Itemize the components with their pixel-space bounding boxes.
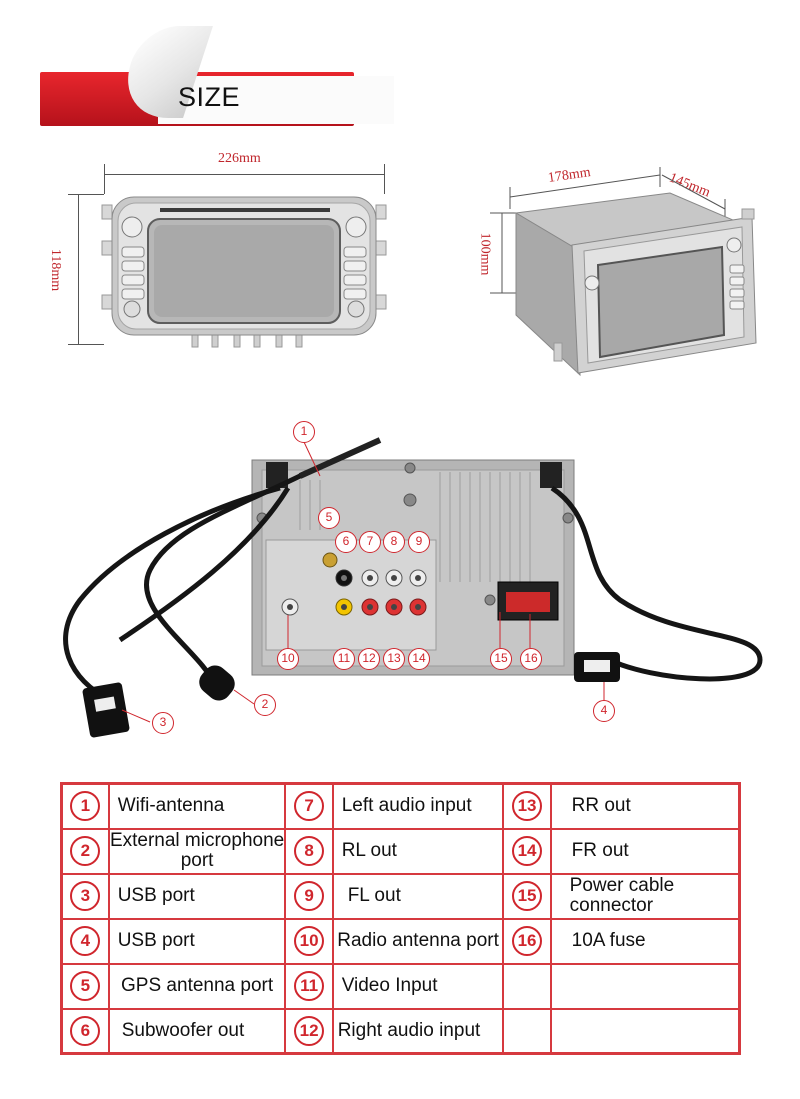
table-row: 5 GPS antenna port 11 Video Input <box>60 962 741 1010</box>
callout-2: 2 <box>254 694 276 716</box>
legend-label: Video Input <box>331 962 505 1010</box>
front-unit-image <box>101 196 387 348</box>
legend-empty-cell <box>549 962 741 1010</box>
table-row: 4 USB port 10 Radio antenna port 16 10A … <box>60 917 741 965</box>
size-banner: SIZE <box>40 26 394 126</box>
legend-empty-cell <box>502 1007 552 1055</box>
callout-4: 4 <box>593 700 615 722</box>
legend-label: Power cable connector <box>549 872 741 920</box>
legend-empty-cell <box>549 1007 741 1055</box>
callout-9: 9 <box>408 531 430 553</box>
callout-12: 12 <box>358 648 380 670</box>
front-width-label: 226mm <box>218 151 261 166</box>
callout-1: 1 <box>293 421 315 443</box>
legend-num: 10 <box>294 926 325 956</box>
legend-label: FL out <box>331 872 505 920</box>
callout-10: 10 <box>277 648 299 670</box>
legend-num: 14 <box>512 836 543 866</box>
legend-num: 8 <box>294 836 325 866</box>
legend-num: 7 <box>294 791 325 822</box>
legend-empty-cell <box>502 962 552 1010</box>
front-height-label: 118mm <box>48 248 64 292</box>
table-row: 3 USB port 9 FL out 15 Power cable conne… <box>60 872 741 920</box>
legend-num: 13 <box>512 791 543 822</box>
port-legend-table: 1 Wifi-antenna 7 Left audio input 13 RR … <box>60 782 741 1055</box>
legend-label: External microphone port <box>107 827 287 875</box>
callout-15: 15 <box>490 648 512 670</box>
callout-5: 5 <box>318 507 340 529</box>
legend-label: USB port <box>107 917 287 965</box>
side-unit-image <box>490 167 757 377</box>
legend-num: 12 <box>294 1015 325 1046</box>
legend-label: USB port <box>107 872 287 920</box>
legend-label: Subwoofer out <box>107 1007 287 1055</box>
banner-white-panel <box>158 76 394 124</box>
legend-num: 9 <box>294 881 325 911</box>
callout-8: 8 <box>383 531 405 553</box>
legend-num: 6 <box>70 1015 101 1046</box>
legend-label: Left audio input <box>331 782 505 830</box>
legend-num: 3 <box>70 881 101 911</box>
legend-num: 2 <box>70 836 101 866</box>
legend-num: 15 <box>512 881 543 911</box>
legend-label: Radio antenna port <box>331 917 505 965</box>
legend-num: 16 <box>512 926 543 956</box>
callout-14: 14 <box>408 648 430 670</box>
legend-num: 1 <box>70 791 101 822</box>
legend-num: 5 <box>70 971 101 1001</box>
legend-label: FR out <box>549 827 741 875</box>
callout-6: 6 <box>335 531 357 553</box>
callout-7: 7 <box>359 531 381 553</box>
table-row: 2 External microphone port 8 RL out 14 F… <box>60 827 741 875</box>
legend-label: GPS antenna port <box>107 962 287 1010</box>
legend-label: RL out <box>331 827 505 875</box>
legend-label: Wifi-antenna <box>107 782 287 830</box>
legend-num: 4 <box>70 926 101 956</box>
table-row: 6 Subwoofer out 12 Right audio input <box>60 1007 741 1055</box>
callout-16: 16 <box>520 648 542 670</box>
callout-11: 11 <box>333 648 355 670</box>
banner-title: SIZE <box>178 82 241 112</box>
legend-label: Right audio input <box>331 1007 505 1055</box>
legend-label: RR out <box>549 782 741 830</box>
callout-3: 3 <box>152 712 174 734</box>
legend-num: 11 <box>294 971 325 1001</box>
table-row: 1 Wifi-antenna 7 Left audio input 13 RR … <box>60 782 741 830</box>
callout-13: 13 <box>383 648 405 670</box>
back-panel-diagram <box>63 437 763 738</box>
legend-label: 10A fuse <box>549 917 741 965</box>
